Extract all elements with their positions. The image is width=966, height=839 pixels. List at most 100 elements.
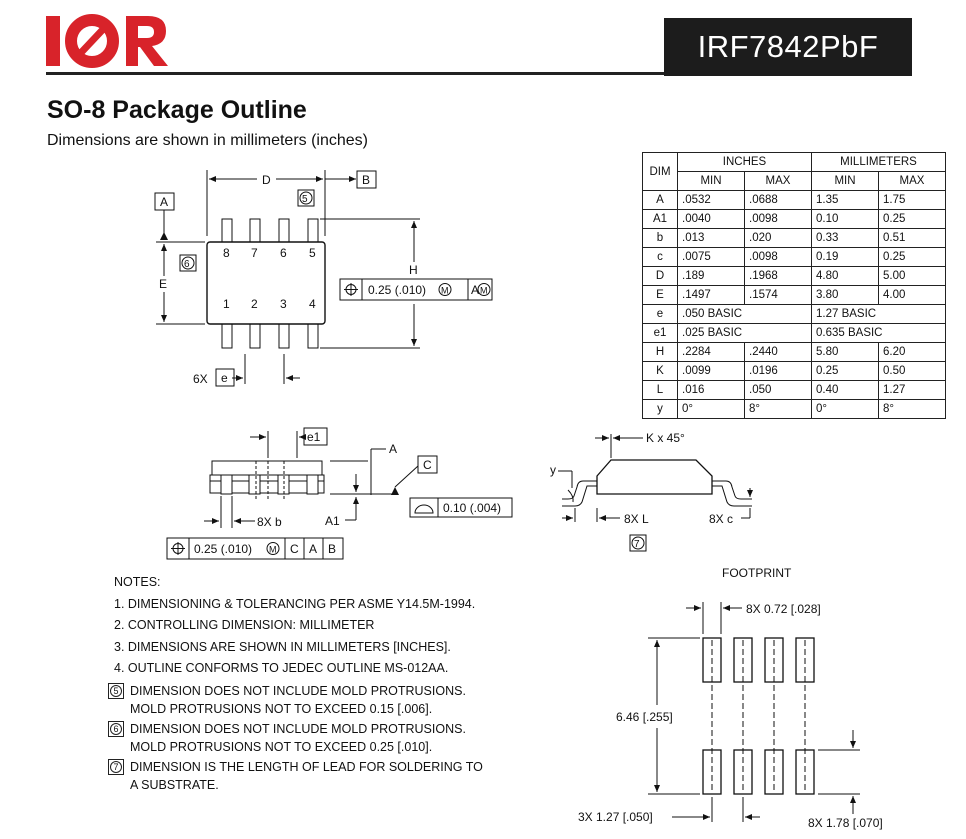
datum-ref: B bbox=[328, 542, 336, 556]
notes: NOTES: 1. DIMENSIONING & TOLERANCING PER… bbox=[108, 572, 483, 794]
datum-b-box bbox=[356, 170, 377, 189]
note-number: 7 bbox=[110, 760, 122, 773]
table-cell: 1.27 BASIC bbox=[811, 304, 946, 324]
dim-d-label: D bbox=[262, 173, 271, 187]
table-cell: 8° bbox=[878, 399, 946, 419]
note-boxed: 6 DIMENSION DOES NOT INCLUDE MOLD PROTRU… bbox=[108, 718, 483, 756]
note-boxed: 7 DIMENSION IS THE LENGTH OF LEAD FOR SO… bbox=[108, 756, 483, 794]
note-line: DIMENSION DOES NOT INCLUDE MOLD PROTRUSI… bbox=[130, 721, 466, 736]
mmc-symbol: M bbox=[441, 286, 449, 296]
note-item: 1. DIMENSIONING & TOLERANCING PER ASME Y… bbox=[114, 596, 476, 611]
dim-h-label: H bbox=[409, 263, 418, 277]
dim-a1: A1 bbox=[325, 514, 340, 528]
note-item: 3. DIMENSIONS ARE SHOWN IN MILLIMETERS [… bbox=[114, 639, 451, 654]
note-boxed: 5 DIMENSION DOES NOT INCLUDE MOLD PROTRU… bbox=[108, 680, 483, 718]
table-cell: .1497 bbox=[677, 285, 745, 305]
note-line: MOLD PROTRUSIONS NOT TO EXCEED 0.25 [.01… bbox=[130, 739, 433, 754]
note7-num: 7 bbox=[634, 539, 640, 550]
pad-length-label: 8X 1.78 [.070] bbox=[808, 816, 883, 830]
end-view: K x 45° y 8X L 7 8X c bbox=[550, 431, 753, 552]
footprint-title: FOOTPRINT bbox=[722, 566, 792, 580]
dim-a-side: A bbox=[389, 442, 397, 456]
note-number: 6 bbox=[110, 722, 122, 735]
datum-c: C bbox=[423, 458, 432, 472]
pin-number: 7 bbox=[251, 246, 258, 260]
side-position-frame: 0.25 (.010) M C A B bbox=[166, 537, 344, 560]
table-cell: 5.80 bbox=[811, 342, 879, 362]
chamfer-label: K x 45° bbox=[646, 431, 685, 445]
datum-a: A bbox=[160, 195, 168, 209]
side-tolerance-value: 0.25 (.010) bbox=[194, 542, 252, 556]
table-cell: 0.25 bbox=[878, 247, 946, 267]
package-body bbox=[206, 241, 326, 325]
note-number-box: 5 bbox=[108, 682, 124, 699]
top-view: 8 7 6 5 1 2 3 4 D B 5 A E 6 bbox=[154, 170, 493, 387]
pitch-label: 3X 1.27 [.050] bbox=[578, 810, 653, 824]
note-line: MOLD PROTRUSIONS NOT TO EXCEED 0.15 [.00… bbox=[130, 701, 433, 716]
pitch-count: 6X bbox=[193, 372, 208, 386]
ir-logo bbox=[46, 14, 170, 73]
pad-width-label: 8X 0.72 [.028] bbox=[746, 602, 821, 616]
dim-e-label: E bbox=[159, 277, 167, 291]
note5-num: 5 bbox=[302, 194, 308, 205]
table-cell: .0075 bbox=[677, 247, 745, 267]
angle-y-label: y bbox=[550, 463, 556, 477]
note6-box bbox=[179, 254, 197, 272]
footprint-drawing: 8X 0.72 [.028] 6.46 [.255] 3X 1.27 [.050… bbox=[578, 602, 883, 830]
bottom-leads bbox=[221, 323, 319, 349]
top-leads bbox=[221, 218, 319, 243]
ir-logo-mark bbox=[46, 14, 168, 68]
table-cell: y bbox=[642, 399, 678, 419]
table-cell: 0.51 bbox=[878, 228, 946, 248]
inches-header: INCHES bbox=[677, 152, 812, 172]
e1-box: e1 bbox=[307, 430, 321, 444]
note-item: 2. CONTROLLING DIMENSION: MILLIMETER bbox=[114, 618, 375, 632]
footprint-height-label: 6.46 [.255] bbox=[616, 710, 673, 724]
part-number: IRF7842PbF bbox=[664, 18, 912, 76]
note5-box bbox=[297, 189, 315, 207]
lead-length-label: 8X L bbox=[624, 512, 649, 526]
side-view: e1 A A1 C 0.10 (.004) 8X b bbox=[166, 427, 513, 560]
table-cell: .0099 bbox=[677, 361, 745, 381]
pin-number: 4 bbox=[309, 297, 316, 311]
header-rule bbox=[46, 72, 664, 75]
note6-num: 6 bbox=[184, 259, 190, 270]
note-number-box: 7 bbox=[108, 758, 124, 775]
table-cell: .050 bbox=[744, 380, 812, 400]
pin-number: 2 bbox=[251, 297, 258, 311]
pin-number: 8 bbox=[223, 246, 230, 260]
position-tolerance-frame: 0.25 (.010) M A M bbox=[339, 278, 493, 301]
pin-number: 1 bbox=[223, 297, 230, 311]
note-number: 5 bbox=[110, 684, 122, 697]
pin-number: 6 bbox=[280, 246, 287, 260]
note-line: A SUBSTRATE. bbox=[130, 777, 219, 792]
table-cell: .0532 bbox=[677, 190, 745, 210]
pin-number: 3 bbox=[280, 297, 287, 311]
mmc-symbol: M bbox=[480, 286, 488, 296]
datum-ref: A bbox=[309, 542, 317, 556]
lead-thickness-label: 8X c bbox=[709, 512, 733, 526]
note-number-box: 6 bbox=[108, 720, 124, 737]
page-title: SO-8 Package Outline bbox=[47, 96, 307, 124]
lead-width-label: 8X b bbox=[257, 515, 282, 529]
tolerance-datum: A bbox=[471, 283, 479, 297]
pitch-box: e bbox=[221, 371, 228, 385]
datum-ref: C bbox=[290, 542, 299, 556]
tolerance-value: 0.25 (.010) bbox=[368, 283, 426, 297]
note-line: DIMENSION DOES NOT INCLUDE MOLD PROTRUSI… bbox=[130, 683, 466, 698]
datum-b: B bbox=[362, 173, 370, 187]
table-cell: 8° bbox=[744, 399, 812, 419]
note-line: DIMENSION IS THE LENGTH OF LEAD FOR SOLD… bbox=[130, 759, 483, 774]
table-cell: .050 BASIC bbox=[677, 304, 812, 324]
table-cell: .0196 bbox=[744, 361, 812, 381]
flatness-tolerance: 0.10 (.004) bbox=[443, 501, 501, 515]
millimeters-header: MILLIMETERS bbox=[811, 152, 946, 172]
note-item: 4. OUTLINE CONFORMS TO JEDEC OUTLINE MS-… bbox=[114, 661, 449, 675]
table-cell: 0° bbox=[811, 399, 879, 419]
page-subtitle: Dimensions are shown in millimeters (inc… bbox=[47, 132, 368, 149]
